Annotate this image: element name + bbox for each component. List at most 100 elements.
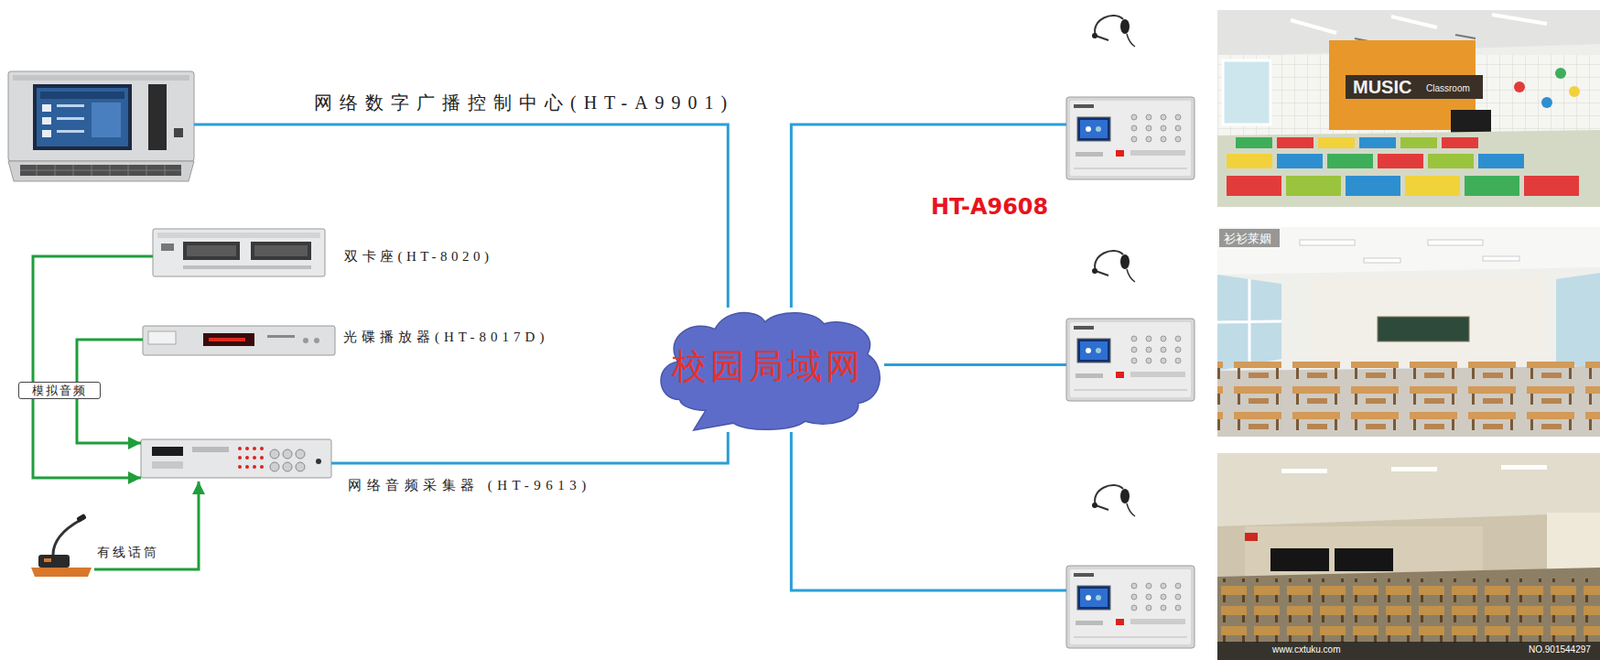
classroom-photo xyxy=(1377,316,1470,342)
cd-player xyxy=(148,331,176,345)
music-classroom-photo xyxy=(1226,153,1273,169)
control-center-computer xyxy=(148,84,167,151)
cd-player xyxy=(302,337,309,344)
desk-microphone xyxy=(38,554,70,568)
music-classroom-photo xyxy=(1464,175,1520,196)
control-center-computer xyxy=(91,102,121,138)
audio-collector xyxy=(252,464,257,469)
analog-audio-line xyxy=(94,481,199,570)
terminal-node xyxy=(1066,565,1195,649)
photo-watermark: NO.901544297 xyxy=(1528,644,1591,655)
device-label: 有线话筒 xyxy=(97,545,160,562)
control-center-computer xyxy=(56,129,85,133)
control-center-computer xyxy=(8,71,195,182)
audio-collector xyxy=(270,462,280,472)
desk-microphone xyxy=(43,558,52,563)
network-line xyxy=(790,124,1067,308)
lecture-hall-photo xyxy=(1270,548,1330,572)
music-classroom-photo xyxy=(1441,137,1479,149)
analog-audio-line xyxy=(32,256,153,478)
classroom-photo xyxy=(1217,274,1282,371)
cd-player xyxy=(313,337,320,344)
classroom-photo xyxy=(1556,272,1600,371)
cassette-deck xyxy=(157,232,321,238)
terminal-node xyxy=(1066,97,1195,180)
classroom-photo xyxy=(1217,227,1600,275)
audio-collector xyxy=(295,449,305,459)
cd-player xyxy=(142,325,336,356)
terminal-device xyxy=(1066,565,1195,649)
music-classroom-photo xyxy=(1359,137,1396,149)
lecture-hall-photo xyxy=(1281,468,1328,474)
classroom-photo xyxy=(1363,258,1401,263)
audio-collector xyxy=(315,458,322,465)
music-classroom-photo xyxy=(1226,175,1282,196)
cd-player xyxy=(142,325,336,356)
terminal-device xyxy=(1066,97,1195,180)
cd-player xyxy=(267,335,295,338)
audio-collector xyxy=(295,462,305,472)
lecture-hall-photo xyxy=(1244,532,1258,541)
music-classroom-photo xyxy=(1513,81,1525,93)
signal-tag: 模拟音频 xyxy=(32,382,87,399)
cloud-title: 校园局域网 xyxy=(671,348,865,384)
classroom-photo xyxy=(1308,274,1547,367)
control-center-computer xyxy=(8,161,195,182)
control-center-node: 网络数字广播控制中心(HT-A9901) xyxy=(8,69,195,182)
headset-microphone xyxy=(1091,15,1136,47)
control-center-computer xyxy=(20,164,182,176)
audio-collector xyxy=(282,462,292,472)
device-label: 双卡座(HT-8020) xyxy=(344,248,494,265)
music-classroom-photo xyxy=(1478,153,1525,169)
lecture-hall-photo xyxy=(1217,453,1600,527)
desk-microphone xyxy=(75,513,87,523)
signal-tag-box: 模拟音频 xyxy=(18,381,101,400)
network-line xyxy=(884,363,1067,367)
classroom-photo xyxy=(1217,227,1600,437)
lecture-hall-photo xyxy=(1217,641,1600,660)
music-classroom-photo xyxy=(1276,153,1323,169)
audio-collector xyxy=(237,464,242,469)
network-line xyxy=(790,432,1067,591)
audio-collector xyxy=(237,446,242,451)
music-classroom-photo xyxy=(1222,60,1271,125)
music-classroom-photo xyxy=(1318,137,1355,149)
audio-collector xyxy=(245,455,249,460)
music-classroom-photo xyxy=(1391,16,1438,28)
control-center-computer xyxy=(36,87,129,147)
lecture-hall-photo xyxy=(1217,567,1600,660)
cassette-deck xyxy=(152,228,325,277)
lecture-hall-photo xyxy=(1217,453,1600,660)
music-classroom-photo xyxy=(1217,10,1600,207)
music-classroom-photo xyxy=(1450,109,1492,134)
cassette-deck xyxy=(250,241,312,260)
audio-collector xyxy=(282,449,292,459)
music-classroom-photo xyxy=(1345,75,1483,99)
cd-player xyxy=(203,333,255,346)
photo-watermark: www.cxtuku.com xyxy=(1272,644,1341,655)
desk-microphone xyxy=(53,519,81,555)
control-center-computer xyxy=(173,128,184,138)
network-line xyxy=(194,124,728,308)
device-label: 网络音频采集器 (HT-9613) xyxy=(347,476,592,494)
music-classroom-photo xyxy=(1235,137,1273,149)
device-node: 网络音频采集器 (HT-9613) xyxy=(140,437,332,482)
cassette-deck xyxy=(183,265,312,270)
cassette-deck xyxy=(152,228,325,277)
audio-collector xyxy=(140,439,332,478)
music-classroom-photo xyxy=(1427,153,1474,169)
desk-microphone xyxy=(31,567,92,577)
music-classroom-photo xyxy=(1541,97,1553,109)
audio-collector xyxy=(259,455,264,460)
music-classroom-photo xyxy=(1555,67,1567,79)
lecture-hall-photo xyxy=(1501,464,1547,470)
music-classroom-photo xyxy=(1568,86,1580,98)
audio-collector xyxy=(252,455,257,460)
cassette-deck xyxy=(183,241,240,260)
audio-collector xyxy=(252,446,257,451)
photo-text: Classroom xyxy=(1426,83,1471,94)
control-center-computer xyxy=(42,129,52,138)
classroom-photo xyxy=(1427,239,1483,246)
music-classroom-photo xyxy=(1217,10,1600,207)
classroom-photo xyxy=(1217,227,1600,437)
